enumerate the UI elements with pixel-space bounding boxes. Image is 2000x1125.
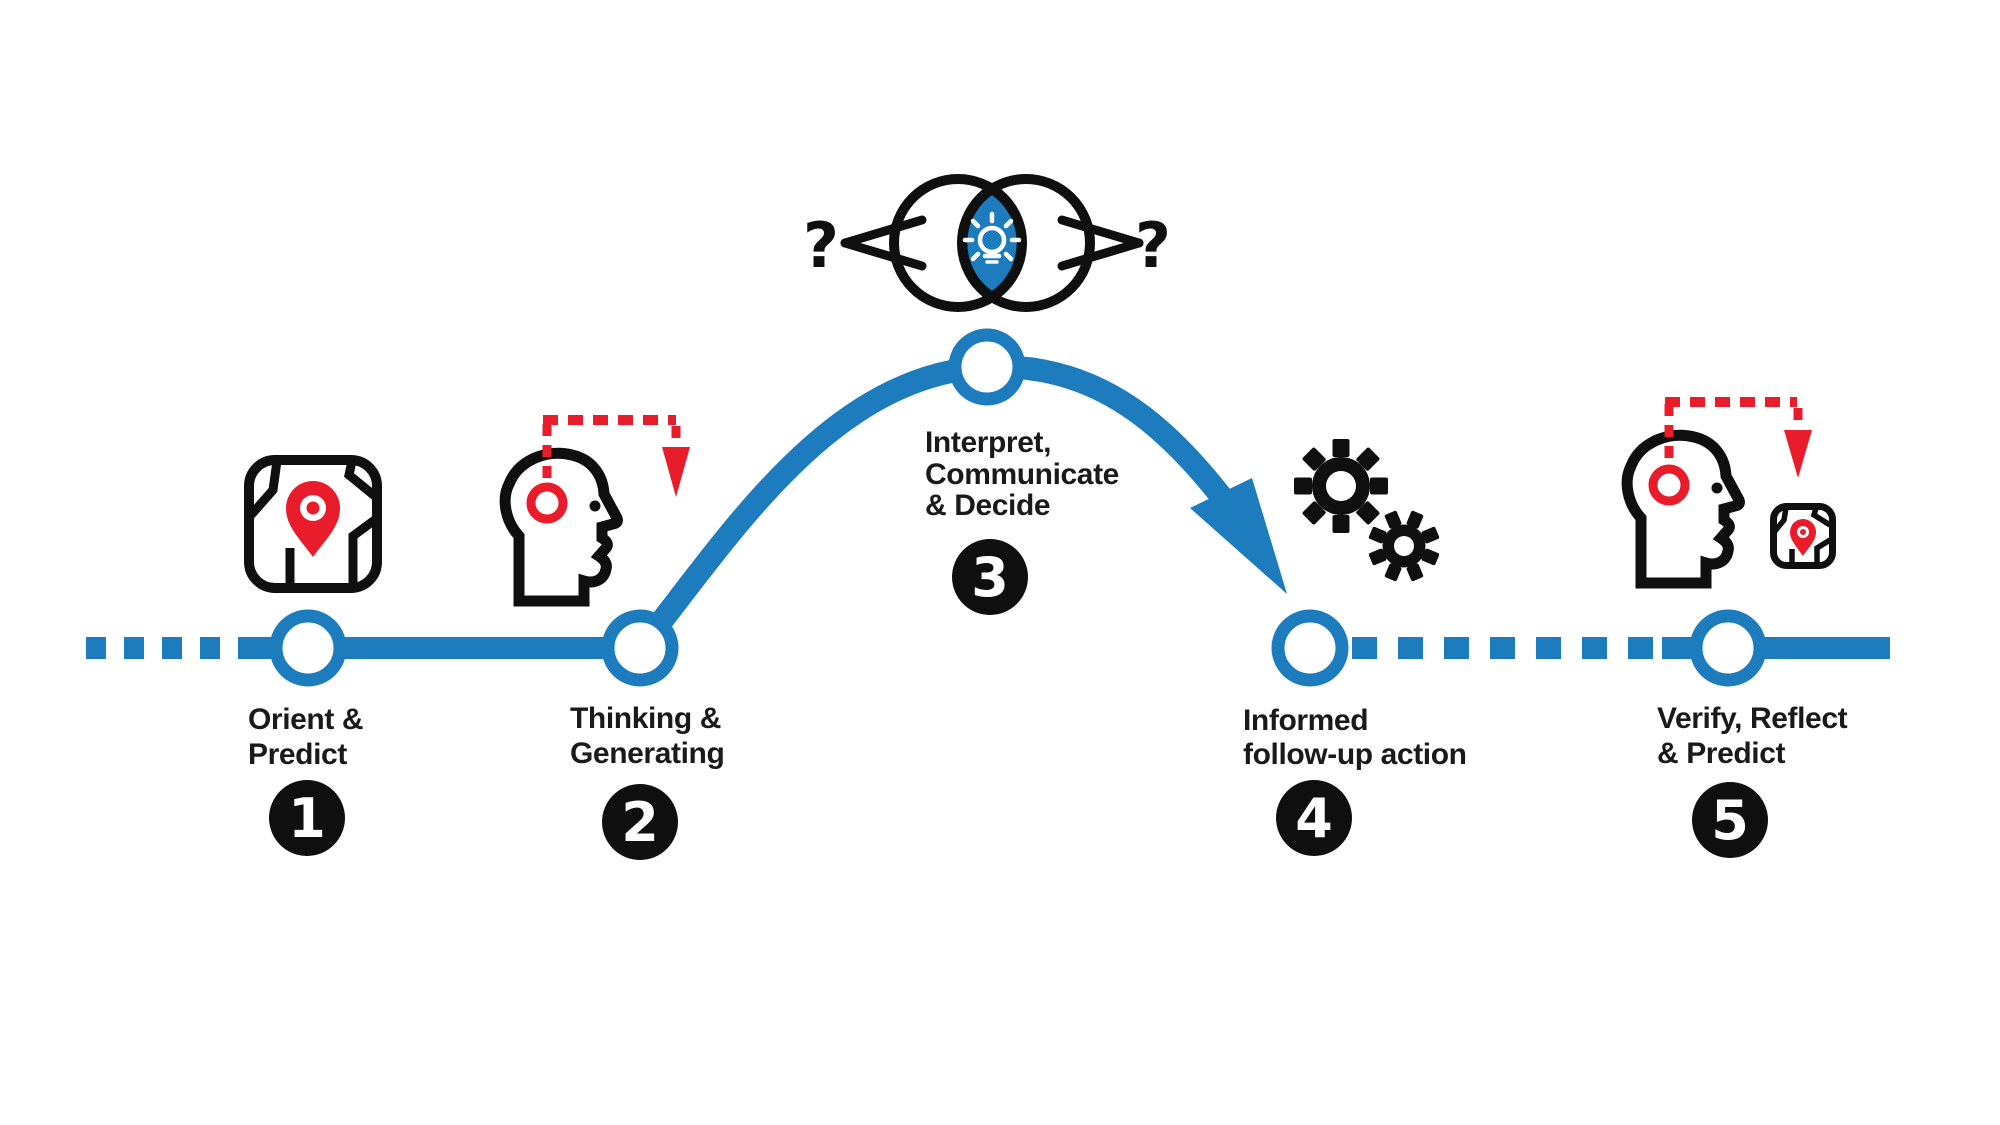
question-mark-right: ? [1135,209,1171,282]
lightbulb-icon [962,211,1022,264]
step-2-number-badge: 2 [602,784,678,860]
arc-arrowhead-icon [1190,478,1287,594]
timeline-nodes [269,328,1767,687]
head-recall-to-map-icon [1621,397,1836,589]
step-5-label-line-2: & Predict [1657,737,1786,770]
recall-arrow-step5 [1664,397,1812,478]
question-mark-left: ? [803,209,839,282]
step-4-label-line-2: follow-up action [1243,738,1467,771]
node-step-1 [269,609,347,687]
node-step-4 [1271,609,1349,687]
step-3-label-line-1: Interpret, [925,426,1051,459]
memory-ring [1648,464,1690,506]
step-1-label-line-2: Predict [248,738,347,771]
location-pin-icon [286,481,340,557]
step-3-label-line-3: & Decide [925,489,1050,522]
head-memory-recall-icon [499,415,690,607]
step-4-number-badge: 4 [1276,780,1352,856]
svg-text:2: 2 [621,791,659,854]
step-1-number-badge: 1 [269,780,345,856]
step-1-label-line-1: Orient & [248,703,363,736]
step-2-label-line-2: Generating [570,737,724,770]
eye-dot [1711,482,1723,494]
mini-map-icon [1770,503,1836,569]
svg-text:3: 3 [971,546,1009,609]
svg-text:5: 5 [1711,789,1749,852]
head-profile-outline [499,447,623,607]
node-step-3 [948,328,1026,406]
step-5-label-line-1: Verify, Reflect [1657,702,1848,735]
step-3-label-line-2: Communicate [925,458,1119,491]
location-pin-icon [1790,519,1816,556]
step-3-number-badge: 3 [952,539,1028,615]
svg-text:4: 4 [1295,787,1333,850]
node-step-2 [601,609,679,687]
memory-ring [526,482,568,524]
step-number-badges: 1 2 3 4 5 [269,539,1768,860]
recall-arrow-step2 [542,415,690,497]
node-step-5 [1689,609,1767,687]
venn-eye-lightbulb-icon: ? ? [803,174,1171,312]
head-profile-outline [1621,429,1745,589]
step-labels: Orient & Predict Thinking & Generating I… [248,426,1848,771]
step-4-label-line-1: Informed [1243,704,1368,737]
step-2-label-line-1: Thinking & [570,702,721,735]
map-location-icon [244,455,382,593]
svg-text:1: 1 [288,787,326,850]
eye-dot [589,500,601,512]
step-5-number-badge: 5 [1692,782,1768,858]
gears-icon [1294,439,1440,582]
